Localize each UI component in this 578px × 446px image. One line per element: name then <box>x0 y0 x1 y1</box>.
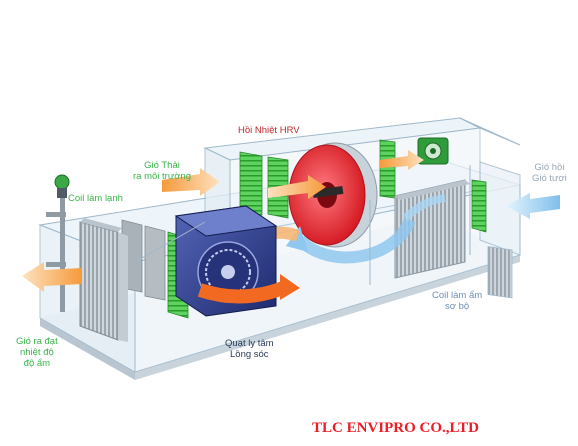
cooling-coil-label: Coil làm lạnh <box>68 193 123 204</box>
supply-air-label-line3: độ ẩm <box>23 358 51 369</box>
cooling-coil <box>79 218 128 342</box>
hrv-flow-arrow <box>286 194 446 264</box>
return-air-arrow <box>506 193 560 219</box>
exhaust-label-line1: Gió Thải <box>144 160 180 171</box>
precool-coil-label-line1: Coil làm ẩm <box>432 290 483 301</box>
exhaust-arrow <box>162 150 424 199</box>
supply-air-arrow <box>22 262 82 292</box>
exhaust-label-line2: ra môi trường <box>133 171 191 182</box>
exhaust-label: Gió Thải ra môi trường <box>133 160 191 182</box>
motor-icon <box>417 137 449 165</box>
fan-label-line1: Quạt ly tâm <box>225 338 274 349</box>
supply-air-label-line2: nhiệt độ <box>19 347 54 358</box>
fan-label-line2: Lồng sóc <box>230 349 269 360</box>
partitions <box>134 165 471 285</box>
right-casing <box>479 161 521 299</box>
precool-coil <box>394 179 470 279</box>
return-air-label-line2: Gió tươi <box>532 173 567 184</box>
precool-coil-label-line2: sơ bộ <box>444 301 470 312</box>
return-air-label: Gió hồi Gió tươi <box>532 162 567 184</box>
supply-air-label-line1: Gió ra đạt <box>16 336 58 347</box>
valve-icon <box>46 174 70 312</box>
company-name: TLC ENVIPRO CO.,LTD <box>312 420 479 436</box>
supply-air-label: Gió ra đạt nhiệt độ độ ẩm <box>16 336 58 369</box>
fan-discharge-arrow <box>197 274 300 304</box>
hrv-label: Hồi Nhiệt HRV <box>238 125 300 136</box>
heat-wheel-icon <box>288 142 378 248</box>
fan-label: Quạt ly tâm Lồng sóc <box>225 338 274 360</box>
return-air-label-line1: Gió hồi <box>534 162 565 173</box>
precool-coil-label: Coil làm ẩm sơ bộ <box>432 290 482 312</box>
